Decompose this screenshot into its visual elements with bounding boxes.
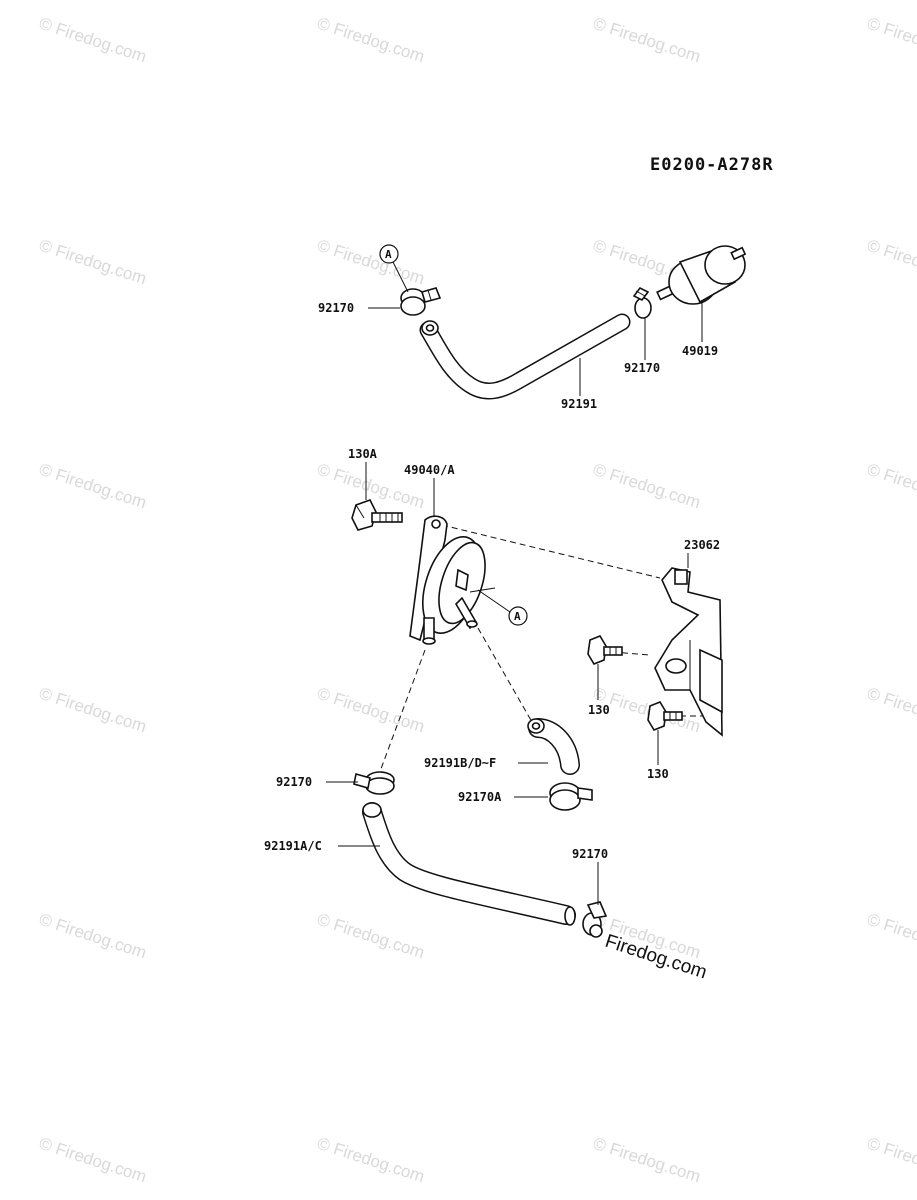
dash-bolt-upper [611, 651, 651, 656]
watermark-text: © Firedog.com [315, 236, 427, 289]
label-bolt-130a: 130A [348, 447, 378, 461]
bolt-130-lower [647, 701, 683, 731]
watermark-text: © Firedog.com [37, 236, 149, 289]
label-upper-right-clamp: 92170 [624, 361, 660, 375]
watermark-text: © Firedog.com [865, 1134, 917, 1187]
label-clamp-92170a: 92170A [458, 790, 502, 804]
watermark-text: © Firedog.com [37, 684, 149, 737]
label-upper-hose: 92191 [561, 397, 597, 411]
watermark-text: © Firedog.com [865, 14, 917, 67]
label-upper-left-clamp: 92170 [318, 301, 354, 315]
upper-left-clamp [400, 287, 442, 316]
watermark-text: © Firedog.com [591, 1134, 703, 1187]
callout-a-lower: A [477, 589, 528, 626]
diagram-code: E0200-A278R [650, 155, 774, 175]
watermark-text: © Firedog.com [315, 1134, 427, 1187]
label-fuel-filter: 49019 [682, 344, 718, 358]
clamp-92170a [549, 782, 593, 811]
watermark-text: © Firedog.com [315, 14, 427, 67]
callout-a-upper-letter: A [385, 248, 392, 261]
fuel-pump [409, 515, 496, 645]
watermark-text: © Firedog.com [865, 460, 917, 513]
label-clamp-bottom: 92170 [572, 847, 608, 861]
upper-right-clamp [632, 286, 652, 319]
mounting-bracket [654, 567, 723, 737]
label-elbow-hose: 92191B/D~F [424, 756, 496, 770]
clamp-92170-bottom [582, 901, 608, 938]
label-bracket: 23062 [684, 538, 720, 552]
watermark-text: © Firedog.com [37, 14, 149, 67]
clamp-92170-left [353, 771, 395, 795]
dash-pump-to-clamp [374, 649, 426, 786]
callout-a-upper: A [379, 244, 409, 293]
watermark-text: © Firedog.com [865, 910, 917, 963]
elbow-hose [527, 718, 580, 775]
watermark-text: © Firedog.com [37, 910, 149, 963]
label-bolt-130-lower: 130 [647, 767, 669, 781]
long-fuel-hose [362, 802, 576, 926]
watermark-text: © Firedog.com [315, 910, 427, 963]
callout-a-lower-letter: A [514, 610, 521, 623]
dash-pump-to-elbow [477, 627, 533, 723]
bolt-130-upper [587, 635, 623, 665]
label-fuel-pump: 49040/A [404, 463, 455, 477]
bolt-130a [351, 499, 403, 531]
label-clamp-left: 92170 [276, 775, 312, 789]
watermark-text: © Firedog.com [37, 460, 149, 513]
watermark-text: © Firedog.com [865, 684, 917, 737]
label-long-hose: 92191A/C [264, 839, 322, 853]
fuel-filter [656, 245, 747, 305]
watermark-text: © Firedog.com [37, 1134, 149, 1187]
upper-fuel-hose [419, 313, 631, 400]
label-bolt-130-upper: 130 [588, 703, 610, 717]
watermark-text: © Firedog.com [591, 460, 703, 513]
watermark-text: © Firedog.com [591, 14, 703, 67]
dash-pump-to-bracket [441, 524, 661, 579]
watermark-text: © Firedog.com [865, 236, 917, 289]
